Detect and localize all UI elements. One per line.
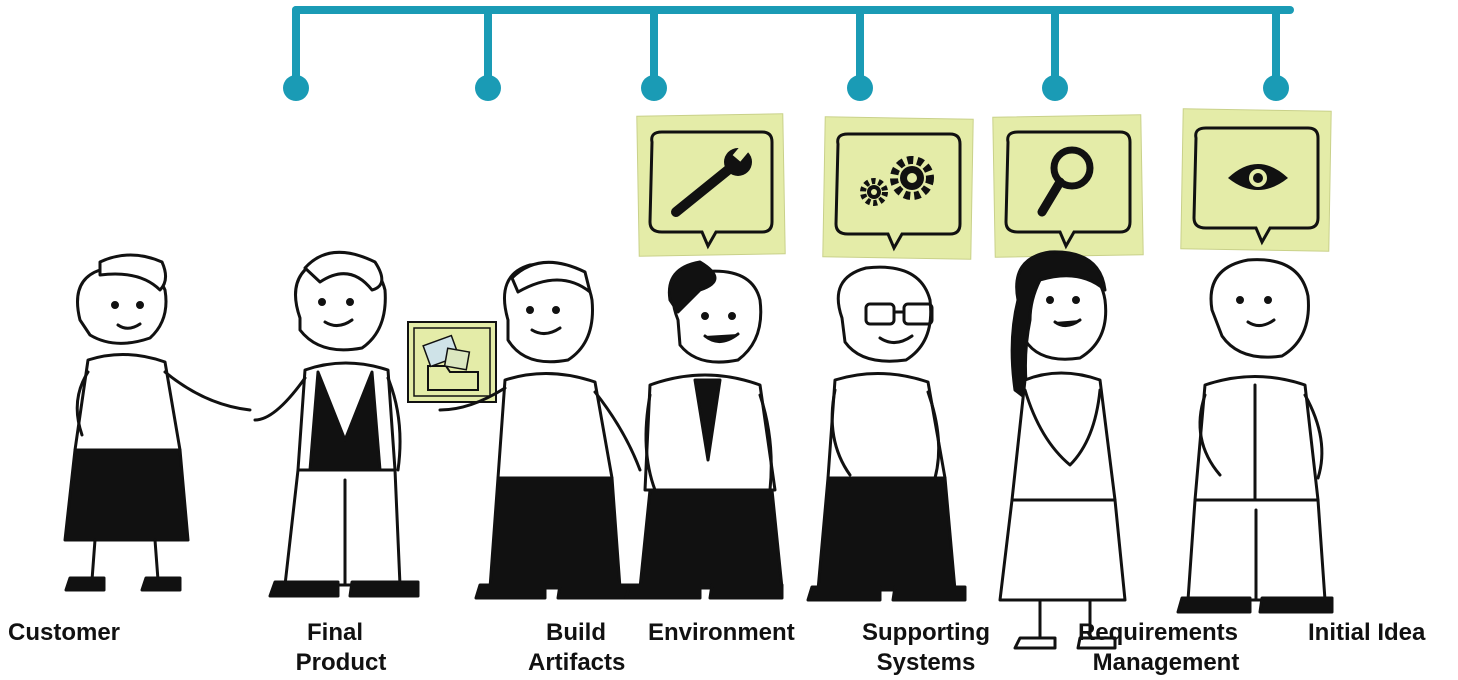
label-build-artifacts: Build Artifacts: [528, 618, 625, 678]
person-initial-idea: [1176, 258, 1334, 614]
label-initial-idea: Initial Idea: [1308, 618, 1425, 648]
person-customer: [63, 253, 252, 592]
label-customer: Customer: [8, 618, 120, 648]
label-build-artifacts-line1: Build: [546, 619, 606, 646]
label-environment-line1: Environment: [648, 619, 795, 646]
connector-node-1: [283, 75, 309, 101]
connector-node-6: [1263, 75, 1289, 101]
person-environment: [624, 260, 784, 600]
connector-tree: [292, 6, 1294, 92]
label-requirements-management-line2: Management: [1092, 649, 1240, 676]
person-requirements-management: [998, 250, 1127, 650]
connector-node-4: [847, 75, 873, 101]
person-build-artifacts: [438, 260, 642, 600]
label-supporting-systems-line2: Systems: [876, 649, 976, 676]
eye-icon: [1228, 164, 1288, 190]
gears-icon: [860, 156, 934, 206]
connector-node-2: [475, 75, 501, 101]
magnifier-icon: [1037, 146, 1094, 217]
label-supporting-systems-line1: Supporting: [862, 619, 990, 646]
label-supporting-systems: Supporting Systems: [856, 618, 996, 678]
wrench-icon: [671, 144, 752, 217]
sticky-note-magnifier: [992, 114, 1144, 258]
label-final-product: Final Product: [276, 618, 406, 678]
connector-node-3: [641, 75, 667, 101]
label-final-product-line1: Final: [306, 619, 363, 646]
label-build-artifacts-line2: Artifacts: [528, 649, 626, 676]
folder-files-icon: [422, 334, 479, 391]
sticky-note-gears: [822, 116, 974, 260]
sticky-note-eye: [1180, 108, 1332, 252]
sticky-note-wrench: [636, 113, 786, 257]
label-final-product-line2: Product: [295, 649, 387, 676]
person-final-product: [253, 250, 420, 598]
label-requirements-management-line1: Requirements: [1077, 619, 1239, 646]
label-customer-line1: Customer: [8, 619, 121, 646]
connector-node-5: [1042, 75, 1068, 101]
label-requirements-management: Requirements Management: [1066, 618, 1266, 678]
person-supporting-systems: [806, 265, 967, 602]
label-initial-idea-line1: Initial Idea: [1308, 619, 1426, 646]
label-environment: Environment: [648, 618, 795, 648]
handoff-note: [407, 321, 497, 403]
